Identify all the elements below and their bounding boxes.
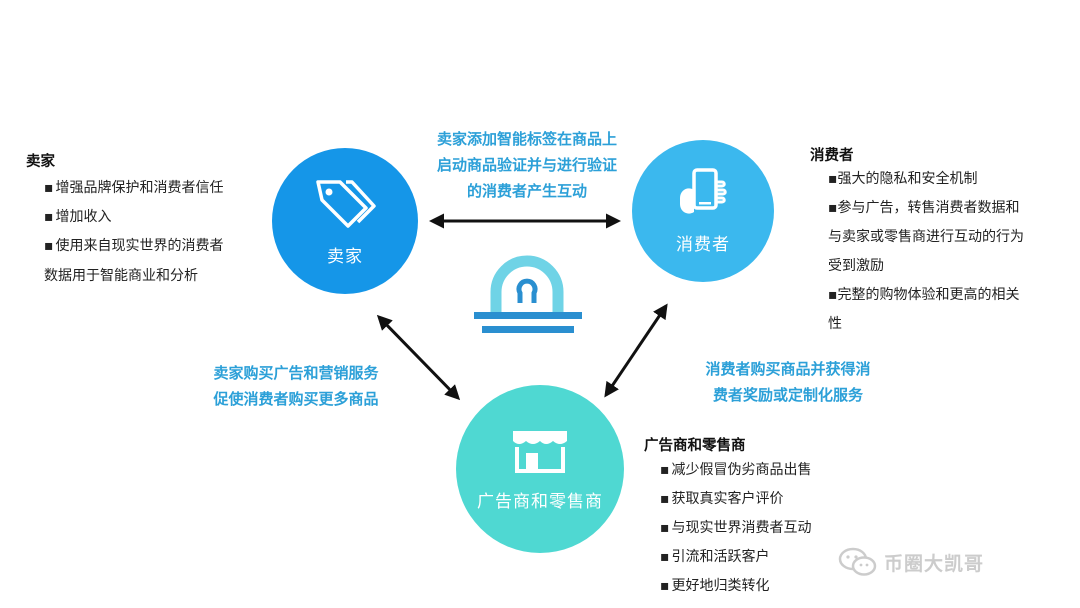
retailer-node: 广告商和零售商 bbox=[456, 385, 624, 553]
watermark: 币圈大凯哥 bbox=[838, 546, 984, 578]
edge-line: 启动商品验证并与进行验证 bbox=[436, 156, 617, 174]
list-item-continuation: 受到激励 bbox=[828, 258, 884, 274]
list-item: ▪参与广告，转售消费者数据和 bbox=[828, 200, 1020, 216]
wechat-icon bbox=[838, 547, 877, 576]
list-item: 增强品牌保护和消费者信任 bbox=[44, 174, 224, 203]
retailer-node-label: 广告商和零售商 bbox=[477, 491, 603, 512]
consumer-panel-title: 消费者 bbox=[810, 148, 854, 164]
consumer-node-label: 消费者 bbox=[676, 234, 730, 255]
storefront-icon bbox=[513, 430, 567, 473]
list-item: 更好地归类转化 bbox=[660, 572, 812, 601]
consumer-benefits-list: ▪强大的隐私和安全机制 ▪参与广告，转售消费者数据和 与卖家或零售商进行互动的行… bbox=[828, 165, 1024, 339]
edge-text-consumer-retailer: 消费者购买商品并获得消 费者奖励或定制化服务 bbox=[688, 356, 888, 408]
seller-node-label: 卖家 bbox=[327, 246, 363, 267]
seller-node: 卖家 bbox=[272, 148, 418, 294]
consumer-node: 消费者 bbox=[632, 140, 774, 282]
list-item: ▪完整的购物体验和更高的相关 bbox=[828, 287, 1020, 303]
list-item: 减少假冒伪劣商品出售 bbox=[660, 456, 812, 485]
list-item: 与现实世界消费者互动 bbox=[660, 514, 812, 543]
retailer-benefits-list: 减少假冒伪劣商品出售 获取真实客户评价 与现实世界消费者互动 引流和活跃客户 更… bbox=[660, 456, 812, 601]
list-item: 引流和活跃客户 bbox=[660, 543, 812, 572]
list-item: ▪强大的隐私和安全机制 bbox=[828, 171, 978, 187]
list-item: 获取真实客户评价 bbox=[660, 485, 812, 514]
retailer-panel-title: 广告商和零售商 bbox=[644, 438, 746, 454]
edge-text-seller-consumer: 卖家添加智能标签在商品上 启动商品验证并与进行验证 的消费者产生互动 bbox=[412, 126, 642, 204]
price-tags-icon bbox=[316, 179, 376, 228]
arrow-seller-retailer bbox=[376, 314, 461, 401]
list-item: 使用来自现实世界的消费者 bbox=[44, 232, 224, 261]
seller-panel-title: 卖家 bbox=[26, 154, 55, 170]
edge-line: 的消费者产生互动 bbox=[466, 182, 587, 200]
seller-benefits-list: 增强品牌保护和消费者信任 增加收入 使用来自现实世界的消费者 bbox=[44, 174, 224, 261]
list-item-continuation: 性 bbox=[828, 316, 842, 332]
edge-text-seller-retailer: 卖家购买广告和营销服务 促使消费者购买更多商品 bbox=[196, 360, 396, 412]
balance-scale-icon bbox=[474, 255, 582, 333]
list-item-continuation: 与卖家或零售商进行互动的行为 bbox=[828, 229, 1024, 245]
seller-list-continuation: 数据用于智能商业和分析 bbox=[44, 268, 198, 284]
edge-line: 卖家购买广告和营销服务 bbox=[213, 364, 379, 382]
edge-line: 消费者购买商品并获得消 bbox=[705, 360, 871, 378]
edge-line: 促使消费者购买更多商品 bbox=[213, 390, 379, 408]
list-item: 增加收入 bbox=[44, 203, 224, 232]
edge-line: 费者奖励或定制化服务 bbox=[712, 386, 863, 404]
arrow-consumer-retailer bbox=[604, 303, 668, 398]
watermark-text: 币圈大凯哥 bbox=[884, 552, 985, 575]
hand-holding-phone-icon bbox=[680, 167, 727, 214]
edge-line: 卖家添加智能标签在商品上 bbox=[436, 130, 617, 148]
